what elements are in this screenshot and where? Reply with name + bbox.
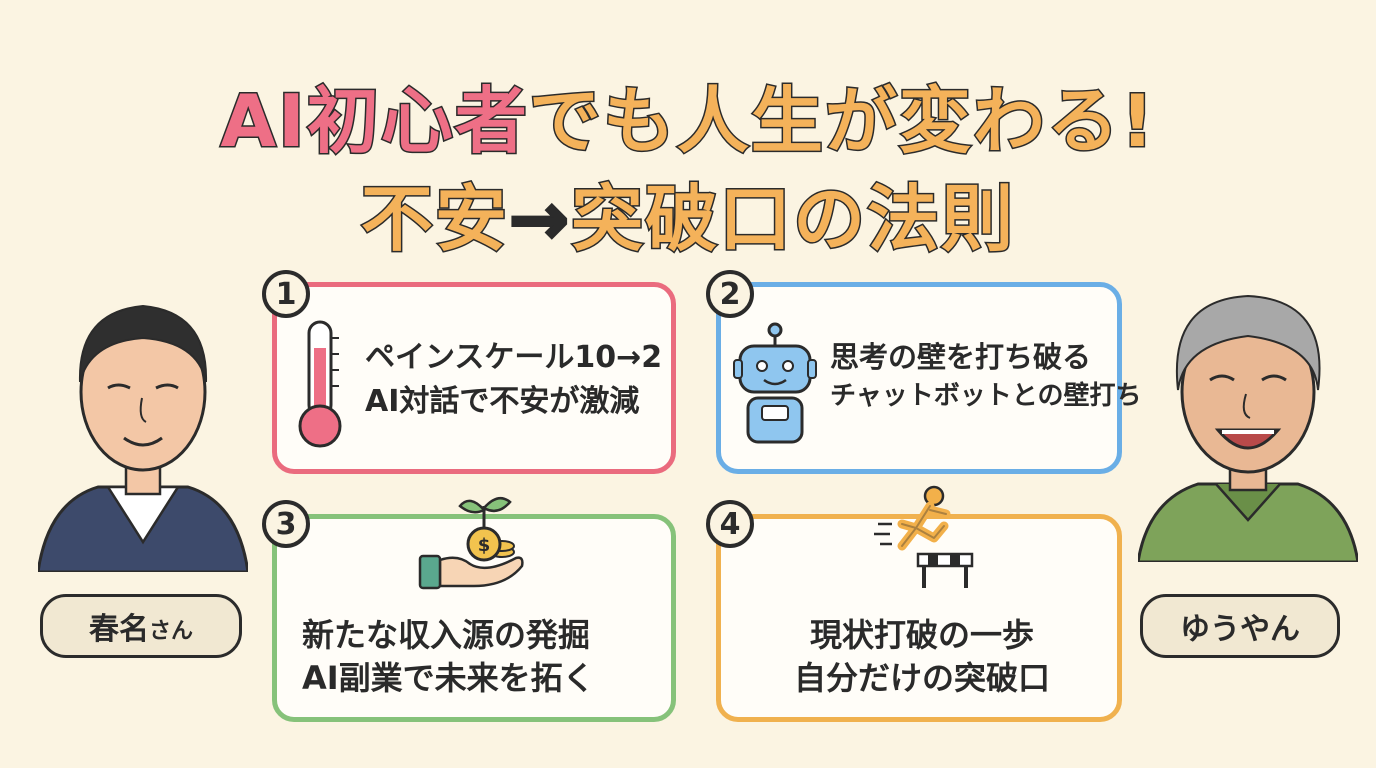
coin-sprout-icon: $	[418, 496, 524, 590]
title-rest: でも人生が変わる!	[527, 78, 1156, 165]
card-number-1: 1	[262, 270, 310, 318]
robot-icon	[733, 322, 817, 444]
title-highlight: AI初心者	[219, 78, 529, 165]
thermometer-icon	[298, 320, 342, 448]
page-title-line2: 不安→突破口の法則	[0, 160, 1376, 265]
card-4-line2: 自分だけの突破口	[793, 659, 1050, 698]
right-speaker-portrait	[1138, 294, 1358, 562]
card-number-3: 3	[262, 500, 310, 548]
right-speaker-name-bubble: ゆうやん	[1140, 594, 1340, 658]
card-2-line2: チャットボットとの壁打ち	[830, 381, 1142, 412]
left-speaker-name: 春名	[88, 612, 149, 647]
card-number-2: 2	[706, 270, 754, 318]
card-4-text: 現状打破の一歩 自分だけの突破口	[772, 614, 1072, 700]
title-anxiety: 不安	[359, 176, 509, 263]
title-arrow: →	[507, 176, 572, 263]
title-breakthrough: 突破口の法則	[570, 176, 1016, 263]
card-2-text: 思考の壁を打ち破る チャットボットとの壁打ち	[830, 336, 1141, 416]
card-1-line1: ペインスケール10→2	[365, 340, 663, 375]
card-3-line2: AI副業で未来を拓く	[302, 659, 595, 698]
page-title-line1: AI初心者でも人生が変わる!	[0, 62, 1376, 167]
card-1-text: ペインスケール10→2 AI対話で不安が激減	[365, 336, 662, 423]
right-speaker-name: ゆうやん	[1180, 612, 1300, 647]
left-speaker-portrait	[38, 304, 248, 572]
left-speaker-name-bubble: 春名さん	[40, 594, 242, 658]
card-3-line1: 新たな収入源の発掘	[302, 616, 591, 654]
card-pain-scale	[272, 282, 676, 474]
card-1-line2: AI対話で不安が激減	[365, 383, 640, 419]
card-2-line1: 思考の壁を打ち破る	[830, 340, 1092, 374]
hurdle-runner-icon	[874, 485, 974, 588]
svg-text:$: $	[478, 535, 491, 556]
card-3-text: 新たな収入源の発掘 AI副業で未来を拓く	[302, 614, 595, 700]
left-speaker-honorific: さん	[148, 619, 193, 644]
card-number-4: 4	[706, 500, 754, 548]
card-4-line1: 現状打破の一歩	[809, 616, 1034, 654]
